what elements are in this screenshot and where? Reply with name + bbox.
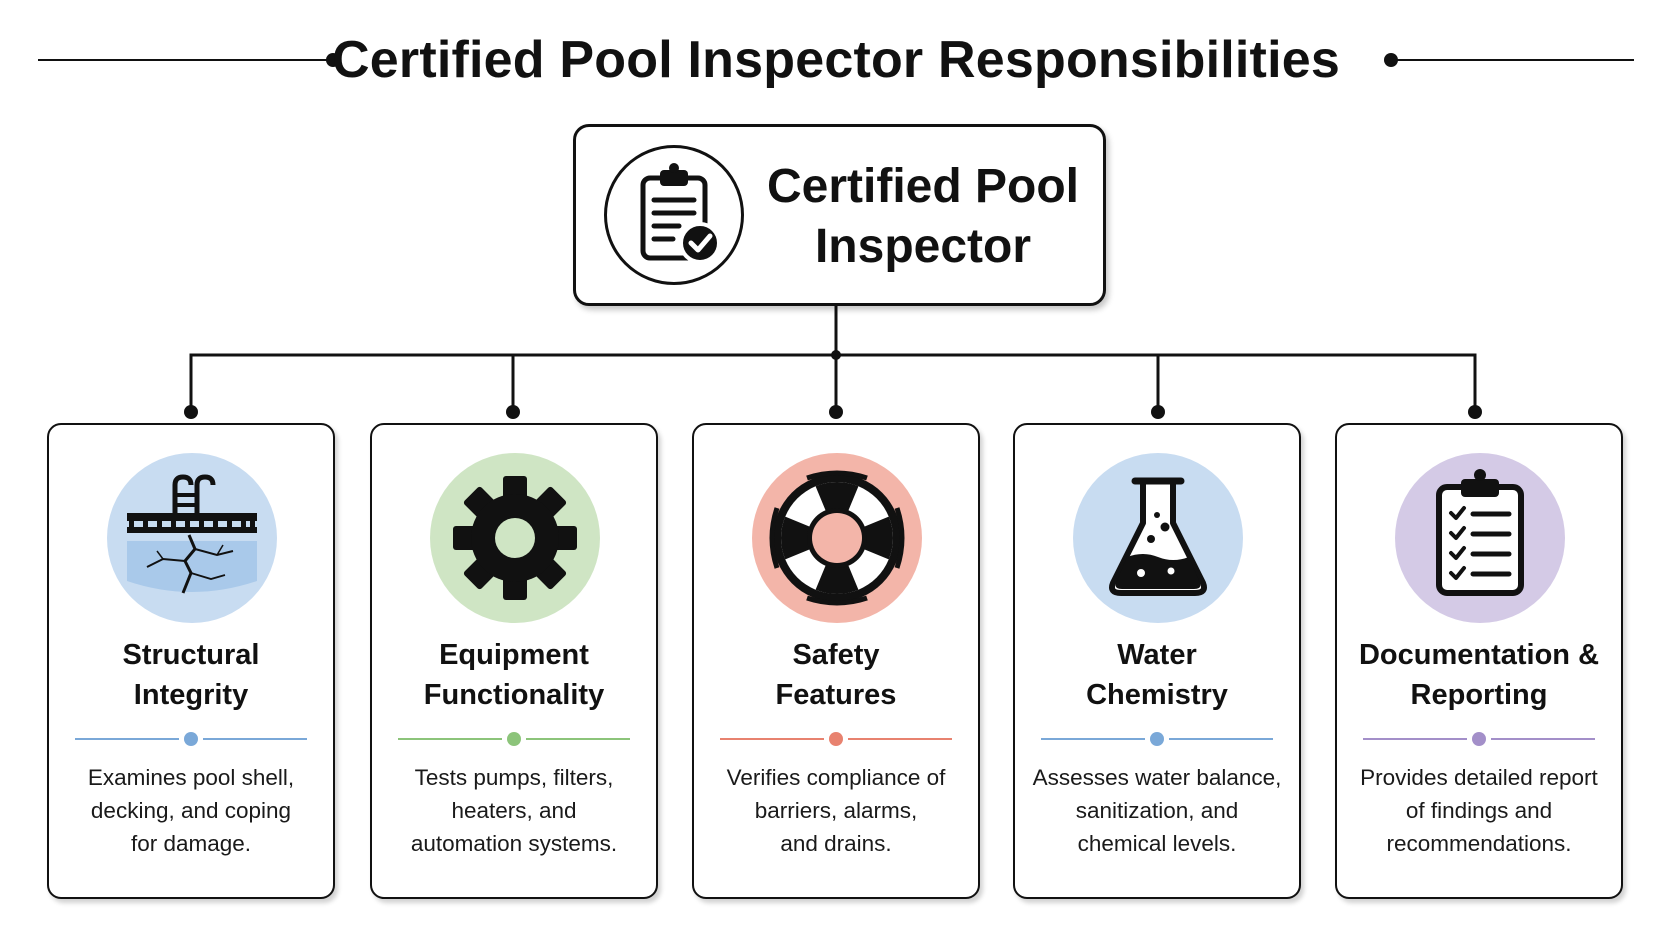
title-row: Certified Pool Inspector Responsibilitie… [0, 22, 1672, 98]
divider-dot [829, 732, 843, 746]
divider-line-right [1169, 738, 1273, 740]
flask-icon [1073, 453, 1243, 623]
card-description: Assesses water balance, sanitization, an… [1027, 761, 1287, 860]
card-title: Structural Integrity [55, 635, 327, 715]
card-desc-line-3: and drains. [780, 831, 892, 856]
card-title-line-1: Structural [122, 639, 260, 671]
card-desc-line-2: heaters, and [451, 798, 577, 823]
divider-line-right [1491, 738, 1595, 740]
connector-dot-4 [1151, 405, 1165, 419]
card-structural-integrity: Structural Integrity Examines pool shell… [47, 423, 335, 899]
card-title-line-2: Integrity [133, 679, 249, 711]
card-desc-line-1: Verifies compliance of [726, 765, 946, 790]
divider-dot [1472, 732, 1486, 746]
divider-line-right [848, 738, 952, 740]
card-title-line-1: Water [1117, 639, 1197, 671]
divider-dot [1150, 732, 1164, 746]
gear-icon [430, 453, 600, 623]
divider-line-left [75, 738, 179, 740]
root-node: Certified Pool Inspector [573, 124, 1106, 306]
divider-dot [184, 732, 198, 746]
card-water-chemistry: Water Chemistry Assesses water balance, … [1013, 423, 1301, 899]
card-title-line-1: Safety [792, 639, 880, 671]
divider-line-left [398, 738, 502, 740]
connector-dot-3 [829, 405, 843, 419]
card-title: Water Chemistry [1021, 635, 1293, 715]
root-title-line-2: Inspector [814, 220, 1032, 273]
clipboard-check-icon [604, 145, 744, 285]
card-title: Equipment Functionality [378, 635, 650, 715]
divider-dot [507, 732, 521, 746]
card-title-line-1: Documentation & [1358, 639, 1600, 671]
life-ring-icon [752, 453, 922, 623]
card-desc-line-1: Examines pool shell, [87, 765, 295, 790]
card-desc-line-2: of findings and [1405, 798, 1553, 823]
card-title-line-2: Functionality [423, 679, 605, 711]
title-dot-left [326, 53, 340, 67]
divider-line-left [720, 738, 824, 740]
card-desc-line-3: for damage. [130, 831, 252, 856]
divider-line-left [1041, 738, 1145, 740]
title-rule-right [1392, 59, 1634, 61]
card-desc-line-2: sanitization, and [1075, 798, 1239, 823]
card-equipment-functionality: Equipment Functionality Tests pumps, fil… [370, 423, 658, 899]
cracked-pool-icon [107, 453, 277, 623]
card-title-line-1: Equipment [439, 639, 589, 671]
connector-bus [189, 353, 1477, 412]
card-desc-line-2: decking, and coping [90, 798, 292, 823]
card-divider [398, 732, 630, 746]
card-description: Verifies compliance of barriers, alarms,… [706, 761, 966, 860]
card-desc-line-1: Tests pumps, filters, [414, 765, 614, 790]
card-title-line-2: Features [775, 679, 897, 711]
card-divider [75, 732, 307, 746]
page-title: Certified Pool Inspector Responsibilitie… [332, 31, 1340, 89]
card-title-line-2: Chemistry [1086, 679, 1228, 711]
card-safety-features: Safety Features Verifies compliance of b… [692, 423, 980, 899]
card-desc-line-3: recommendations. [1386, 831, 1572, 856]
card-desc-line-3: chemical levels. [1077, 831, 1237, 856]
card-desc-line-1: Provides detailed report [1360, 765, 1598, 790]
card-desc-line-3: automation systems. [410, 831, 618, 856]
connector-junction [831, 350, 841, 360]
connector-dot-2 [506, 405, 520, 419]
card-description: Tests pumps, filters, heaters, and autom… [384, 761, 644, 860]
card-description: Provides detailed report of findings and… [1349, 761, 1609, 860]
connector-dot-5 [1468, 405, 1482, 419]
divider-line-right [526, 738, 630, 740]
root-title: Certified Pool Inspector [758, 157, 1088, 277]
connector-dot-1 [184, 405, 198, 419]
root-title-line-1: Certified Pool [766, 160, 1080, 213]
checklist-icon [1395, 453, 1565, 623]
card-documentation-reporting: Documentation & Reporting Provides detai… [1335, 423, 1623, 899]
card-description: Examines pool shell, decking, and coping… [61, 761, 321, 860]
card-title: Safety Features [700, 635, 972, 715]
card-desc-line-2: barriers, alarms, [754, 798, 918, 823]
card-title: Documentation & Reporting [1343, 635, 1615, 715]
card-divider [1363, 732, 1595, 746]
title-dot-right [1384, 53, 1398, 67]
title-rule-left [38, 59, 330, 61]
card-title-line-2: Reporting [1410, 679, 1548, 711]
card-divider [1041, 732, 1273, 746]
divider-line-left [1363, 738, 1467, 740]
divider-line-right [203, 738, 307, 740]
card-divider [720, 732, 952, 746]
card-desc-line-1: Assesses water balance, [1032, 765, 1282, 790]
